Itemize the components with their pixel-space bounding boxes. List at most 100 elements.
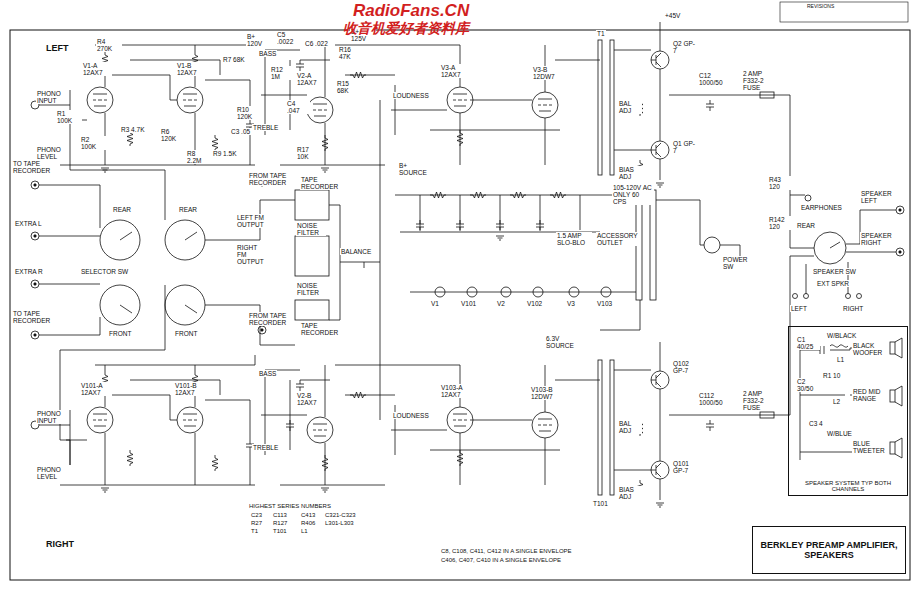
- component-label: PHONO INPUT: [36, 410, 64, 424]
- component-label: REAR: [796, 222, 816, 229]
- watermark: RadioFans.CN: [352, 2, 470, 21]
- component-label: HIGHEST SERIES NUMBERS: [248, 503, 332, 510]
- schematic-wire: [456, 220, 464, 231]
- box-caption: SPEAKER SYSTEM TYP BOTH CHANNELS: [792, 480, 904, 492]
- schematic-wire: [650, 190, 656, 300]
- component-label: Q1 GP-7: [672, 140, 698, 154]
- component-label: FROM TAPE RECORDER: [248, 312, 290, 326]
- component-label: C5 .0022: [276, 31, 304, 45]
- component-label: BAL ADJ: [618, 420, 642, 434]
- component-label: SPEAKER RIGHT: [860, 232, 896, 246]
- component-label: L2: [832, 398, 841, 405]
- component-label: BIAS ADJ: [618, 166, 646, 180]
- component-label: EXTRA L: [14, 220, 43, 227]
- component-label: V3-B 12DW7: [532, 66, 560, 80]
- schematic-wire: [295, 300, 329, 320]
- component-label: TO TAPE RECORDER: [12, 160, 54, 174]
- speaker-system-box: SPEAKER SYSTEM TYP BOTH CHANNELS: [788, 326, 908, 496]
- component-label: NOISE FILTER: [296, 282, 326, 296]
- component-label: R8 2.2M: [186, 150, 212, 164]
- component-label: TO TAPE RECORDER: [12, 310, 54, 324]
- component-label: R27: [250, 520, 263, 527]
- component-label: R127: [272, 520, 288, 527]
- component-label: L1: [836, 356, 845, 363]
- component-label: R17 10K: [296, 146, 320, 160]
- schematic-wire: [205, 200, 295, 345]
- component-label: V3-A 12AX7: [440, 64, 468, 78]
- schematic-wire: [295, 236, 329, 276]
- component-label: BASS: [258, 370, 277, 377]
- component-label: BLACK WOOFER: [852, 342, 888, 356]
- component-label: PHONO LEVEL: [36, 146, 66, 160]
- component-label: C112 1000/50: [698, 392, 730, 406]
- schematic-wire: [120, 232, 197, 313]
- title-block: BERKLEY PREAMP AMPLIFIER, SPEAKERS: [752, 526, 906, 574]
- component-label: LOUDNESS: [392, 92, 430, 99]
- component-label: TAPE RECORDER: [300, 176, 342, 190]
- speaker-system-drawing: [800, 338, 902, 460]
- component-label: EARPHONES: [800, 204, 843, 211]
- component-label: C4 .047: [286, 100, 310, 114]
- component-label: SPEAKER SW: [812, 268, 857, 275]
- schematic-wire: [467, 287, 477, 297]
- component-label: C12 1000/50: [698, 72, 730, 86]
- schematic-wire: [31, 232, 39, 240]
- component-label: C113: [272, 512, 288, 519]
- component-label: C321-C323: [324, 512, 357, 519]
- component-label: FRONT: [174, 330, 198, 337]
- component-label: T1: [596, 30, 606, 37]
- schematic-wire: [395, 195, 636, 232]
- component-label: V103-B 12DW7: [530, 386, 560, 400]
- schematic-wire: [896, 206, 904, 214]
- component-label: C23: [250, 512, 263, 519]
- component-label: R2 100K: [80, 136, 106, 150]
- component-label: PHONO LEVEL: [36, 466, 66, 480]
- component-label: BLUE TWEETER: [852, 440, 888, 454]
- component-label: T101: [272, 528, 288, 535]
- drawing-frame: [10, 30, 910, 580]
- component-label: RIGHT: [842, 305, 864, 312]
- component-label: W/BLUE: [826, 430, 853, 437]
- component-label: C1 40/25: [796, 336, 820, 350]
- component-label: C3 .05: [230, 128, 252, 135]
- component-label: SELECTOR SW: [80, 268, 129, 275]
- component-label: L1: [300, 528, 309, 535]
- component-label: LEFT: [45, 44, 70, 54]
- component-label: R142 120: [768, 216, 792, 230]
- component-label: SPEAKER LEFT: [860, 190, 896, 204]
- schematic-wire: [800, 348, 888, 460]
- component-label: Q2 GP-7: [672, 40, 698, 54]
- component-label: RIGHT FM OUTPUT: [236, 244, 268, 265]
- component-label: R10 120K: [236, 106, 264, 120]
- component-label: V1-B 12AX7: [176, 62, 204, 76]
- title-text: BERKLEY PREAMP AMPLIFIER, SPEAKERS: [756, 540, 902, 560]
- right-channel-circuit: [31, 342, 790, 507]
- schematic-wire: [416, 220, 424, 231]
- component-label: LEFT: [790, 305, 808, 312]
- component-label: 6.3V SOURCE: [545, 335, 581, 349]
- component-label: R4 270K: [96, 38, 122, 52]
- component-label: V101-B 12AX7: [174, 382, 204, 396]
- component-label: BAL ADJ: [618, 100, 642, 114]
- schematic-wire: [410, 200, 740, 330]
- component-label: 2 AMP F332-2 FUSE: [742, 70, 774, 91]
- output-wiring: [790, 95, 904, 415]
- schematic-wire: [804, 294, 809, 299]
- schematic-wire: [496, 220, 504, 231]
- schematic-wire: [895, 338, 902, 358]
- schematic-wire: [329, 100, 380, 420]
- component-label: V101: [460, 300, 477, 307]
- component-label: ACCESSORY OUTLET: [596, 232, 638, 246]
- schematic-wire: [857, 294, 862, 299]
- component-label: LOUDNESS: [392, 412, 430, 419]
- component-label: R12 1M: [270, 66, 292, 80]
- component-label: RIGHT: [45, 540, 75, 550]
- component-label: 1.5 AMP SLO-BLO: [556, 232, 592, 246]
- schematic-wire: [790, 195, 805, 196]
- component-label: W/BLACK: [826, 332, 857, 339]
- schematic-wire: [550, 192, 566, 198]
- component-label: FROM TAPE RECORDER: [248, 172, 290, 186]
- watermark: 收音机爱好者资料库: [342, 21, 470, 36]
- schematic-wire: [846, 294, 851, 299]
